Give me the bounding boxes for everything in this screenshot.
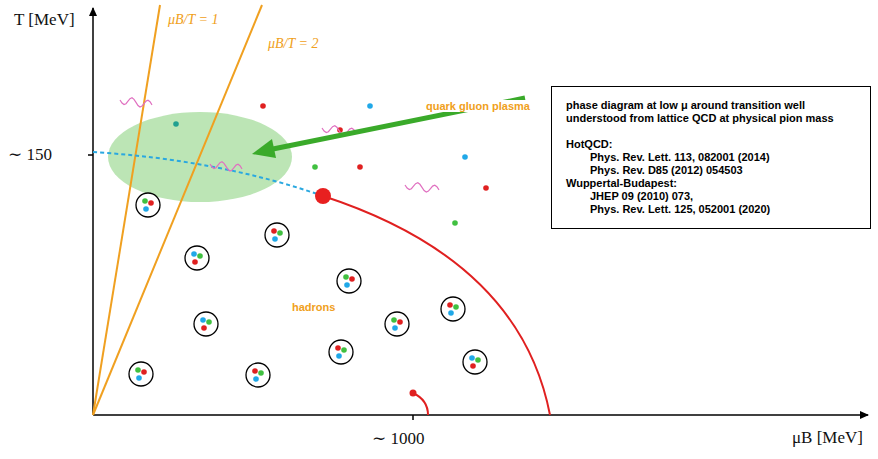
quark bbox=[349, 276, 355, 282]
quark bbox=[141, 369, 147, 375]
axis-label: T [MeV] bbox=[14, 10, 75, 30]
t-axis bbox=[92, 8, 94, 415]
quark bbox=[452, 220, 458, 226]
quark bbox=[201, 325, 207, 331]
reference-text: Phys. Rev. Lett. 125, 052001 (2020) bbox=[566, 203, 860, 216]
ratio-label: μB/T = 1 bbox=[168, 12, 218, 28]
ratio-line bbox=[93, 5, 160, 415]
quark bbox=[271, 228, 277, 234]
quark bbox=[253, 376, 259, 382]
quark bbox=[192, 259, 198, 265]
gluons bbox=[120, 98, 439, 192]
quark bbox=[448, 310, 454, 316]
note-box: phase diagram at low μ around transition… bbox=[551, 86, 871, 229]
hadron-circles bbox=[129, 193, 487, 387]
axis-label: ∼ 150 bbox=[8, 144, 52, 165]
reference-text: Phys. Rev. Lett. 113, 082001 (2014) bbox=[566, 151, 860, 164]
tick bbox=[88, 154, 93, 156]
reference-text: JHEP 09 (2010) 073, bbox=[566, 190, 860, 203]
quark bbox=[173, 121, 179, 127]
quark bbox=[277, 230, 283, 236]
hadron bbox=[136, 193, 160, 217]
critical-point bbox=[315, 188, 331, 204]
quark bbox=[272, 236, 278, 242]
quark bbox=[258, 370, 264, 376]
hadron bbox=[129, 362, 153, 386]
quark bbox=[197, 253, 203, 259]
quark bbox=[392, 325, 398, 331]
gluon-wave bbox=[210, 162, 242, 171]
quark bbox=[341, 347, 347, 353]
gluon-wave bbox=[405, 183, 439, 192]
quark bbox=[135, 367, 141, 373]
free-quarks bbox=[173, 103, 489, 226]
hadron bbox=[385, 312, 409, 336]
quark bbox=[469, 355, 475, 361]
phase-label: quark gluon plasma bbox=[424, 100, 532, 112]
pointer-arrowhead bbox=[252, 139, 276, 158]
ratio-label: μB/T = 2 bbox=[268, 36, 318, 52]
hadron bbox=[265, 223, 289, 247]
gluon-wave bbox=[120, 98, 152, 107]
reference-text: HotQCD: bbox=[566, 138, 860, 151]
quark bbox=[206, 319, 212, 325]
quark bbox=[200, 317, 206, 323]
quark bbox=[447, 302, 453, 308]
quark bbox=[252, 368, 258, 374]
quark bbox=[343, 274, 349, 280]
quark bbox=[367, 103, 373, 109]
quark bbox=[136, 375, 142, 381]
axis-label: ∼ 1000 bbox=[372, 428, 425, 449]
quark bbox=[391, 317, 397, 323]
quark bbox=[260, 103, 266, 109]
axis-label: μB [MeV] bbox=[792, 428, 863, 448]
quark bbox=[191, 251, 197, 257]
quark bbox=[335, 345, 341, 351]
first-order-line bbox=[323, 196, 550, 415]
hadron bbox=[246, 363, 270, 387]
quark bbox=[148, 200, 154, 206]
hadron bbox=[194, 312, 218, 336]
quark bbox=[470, 363, 476, 369]
hadron bbox=[441, 297, 465, 321]
quark bbox=[142, 198, 148, 204]
liquid-gas-line bbox=[413, 393, 428, 415]
quark bbox=[475, 357, 481, 363]
endpoint bbox=[410, 390, 417, 397]
hadron bbox=[337, 269, 361, 293]
quark bbox=[312, 164, 318, 170]
hadron bbox=[463, 350, 487, 374]
quark bbox=[483, 185, 489, 191]
quark bbox=[344, 282, 350, 288]
phase-label: hadrons bbox=[290, 301, 337, 313]
note-text: phase diagram at low μ around transition… bbox=[566, 99, 860, 125]
hadron bbox=[329, 340, 353, 364]
quark bbox=[143, 206, 149, 212]
mu-axis bbox=[93, 414, 868, 416]
quark bbox=[462, 154, 468, 160]
reference-text: Phys. Rev. D85 (2012) 054503 bbox=[566, 164, 860, 177]
quark bbox=[357, 164, 363, 170]
crossover-line bbox=[93, 152, 323, 196]
hadron bbox=[185, 246, 209, 270]
ratio-line bbox=[93, 5, 262, 415]
tick bbox=[412, 415, 414, 420]
quark bbox=[336, 353, 342, 359]
quark bbox=[453, 304, 459, 310]
quark bbox=[397, 319, 403, 325]
reference-text: Wuppertal-Budapest: bbox=[566, 177, 860, 190]
